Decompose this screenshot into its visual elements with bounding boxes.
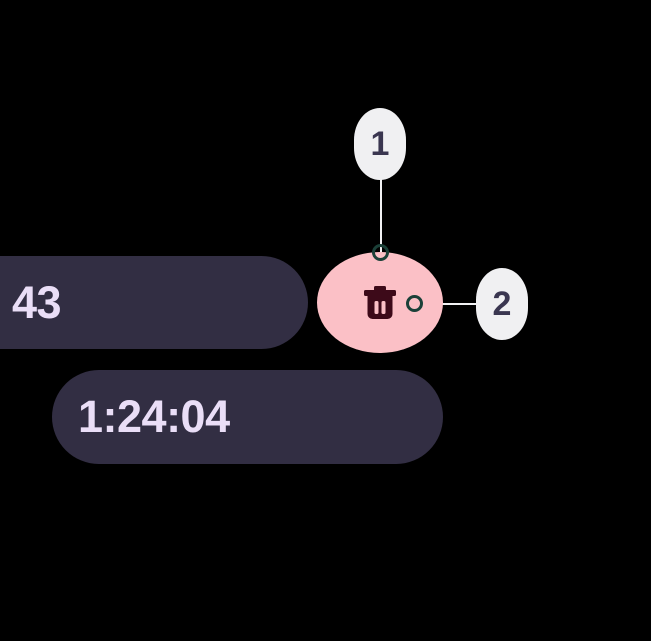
annotation-badge-2[interactable]: 2 xyxy=(476,268,528,340)
annotation-badge-1[interactable]: 1 xyxy=(354,108,406,180)
bubble-right-handle[interactable] xyxy=(406,295,423,312)
timer-chip[interactable]: 1:24:04 xyxy=(52,370,443,464)
connector-line-badge-2 xyxy=(420,303,483,305)
bubble-top-handle[interactable] xyxy=(372,244,389,261)
count-chip[interactable]: 43 xyxy=(0,256,308,349)
connector-line-badge-1 xyxy=(380,168,382,252)
timer-chip-label: 1:24:04 xyxy=(78,391,230,442)
count-chip-label: 43 xyxy=(12,276,62,328)
trash-icon xyxy=(364,285,396,320)
delete-button[interactable] xyxy=(317,252,443,353)
